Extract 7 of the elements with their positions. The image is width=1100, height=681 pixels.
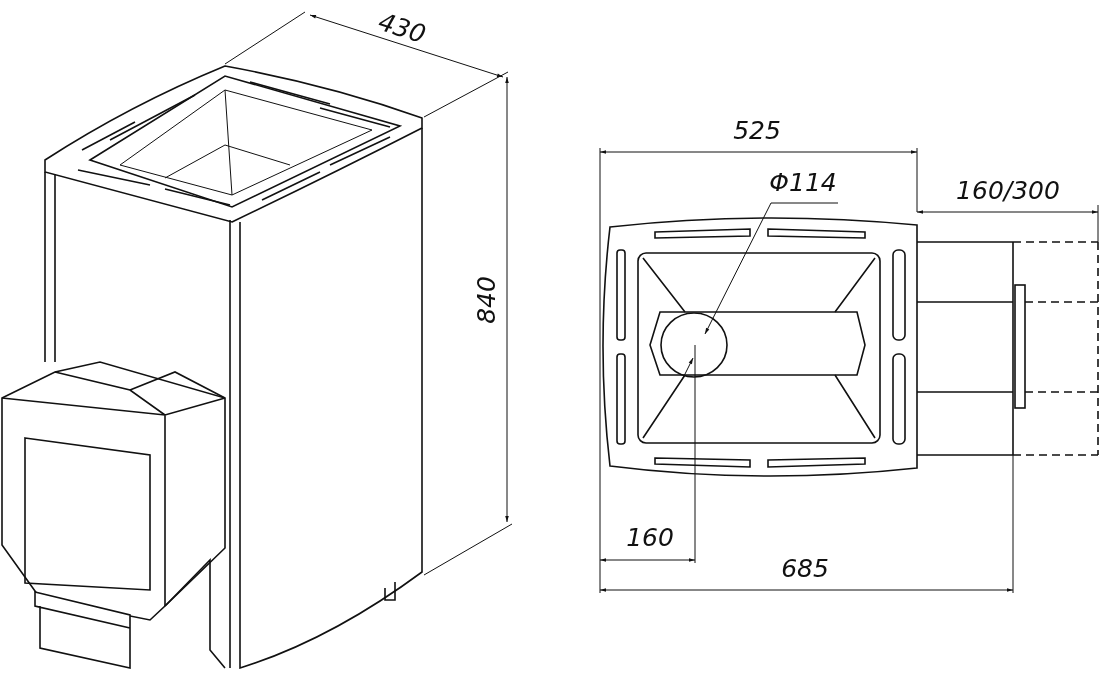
dimension-value: Φ114 xyxy=(769,169,837,195)
dimension-value: 525 xyxy=(733,117,781,143)
dimension-value: 430 xyxy=(375,8,429,48)
dimension-value: 160 xyxy=(626,524,674,550)
dimension-value: 160/300 xyxy=(956,177,1060,203)
dimension-value: 840 xyxy=(473,276,499,324)
dimension-value: 685 xyxy=(781,555,829,581)
